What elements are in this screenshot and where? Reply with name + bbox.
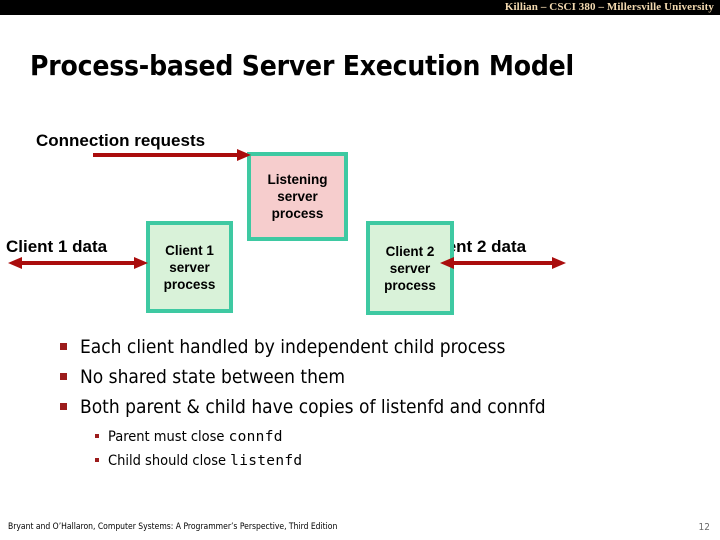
box-line: process	[271, 206, 324, 221]
box-line: server	[389, 260, 431, 276]
label-connection-requests: Connection requests	[36, 131, 206, 150]
square-bullet-icon	[60, 343, 67, 350]
bullet-label: No shared state between them	[80, 366, 346, 388]
square-bullet-icon	[60, 403, 67, 410]
box-line: Listening	[267, 172, 328, 187]
small-square-bullet-icon	[95, 434, 99, 438]
box-line: server	[169, 259, 210, 275]
label-client1-data: Client 1 data	[6, 237, 108, 256]
code-token: connfd	[228, 429, 283, 445]
course-header-text: Killian – CSCI 380 – Millersville Univer…	[504, 1, 714, 13]
box-line: process	[163, 276, 216, 292]
code-token: listenfd	[230, 453, 303, 469]
client2-data-arrow-icon	[440, 257, 566, 269]
bullet-label: Both parent & child have copies of liste…	[80, 396, 546, 418]
listening-server-process-box: Listening server process	[247, 152, 348, 241]
box-line: Client 1	[165, 242, 214, 258]
sub-bullet-label: Parent must close connfd	[108, 428, 283, 446]
small-square-bullet-icon	[95, 458, 99, 462]
bullet-item: Both parent & child have copies of liste…	[60, 396, 700, 418]
bullet-item: No shared state between them	[60, 366, 700, 388]
square-bullet-icon	[60, 373, 67, 380]
box-line: Client 2	[385, 243, 435, 259]
client1-server-process-box: Client 1 server process	[146, 221, 233, 313]
sub-bullet-list: Parent must close connfd Child should cl…	[95, 428, 700, 470]
sub-bullet-item: Parent must close connfd	[95, 428, 700, 446]
box-line: process	[384, 277, 436, 293]
sub-bullet-prefix: Parent must close	[108, 429, 229, 445]
sub-bullet-item: Child should close listenfd	[95, 452, 700, 470]
bullet-list: Each client handled by independent child…	[60, 336, 700, 476]
connection-requests-arrow-icon	[93, 149, 251, 161]
header-bar: Killian – CSCI 380 – Millersville Univer…	[0, 0, 720, 15]
page-title: Process-based Server Execution Model	[30, 49, 574, 82]
client2-server-process-box: Client 2 server process	[366, 221, 454, 315]
client1-data-arrow-icon	[8, 257, 148, 269]
sub-bullet-prefix: Child should close	[108, 453, 231, 469]
page-number: 12	[698, 522, 710, 533]
bullet-label: Each client handled by independent child…	[80, 336, 506, 358]
box-line: server	[277, 189, 318, 204]
footer-reference: Bryant and O’Hallaron, Computer Systems:…	[8, 522, 338, 532]
sub-bullet-label: Child should close listenfd	[108, 452, 302, 470]
bullet-item: Each client handled by independent child…	[60, 336, 700, 358]
